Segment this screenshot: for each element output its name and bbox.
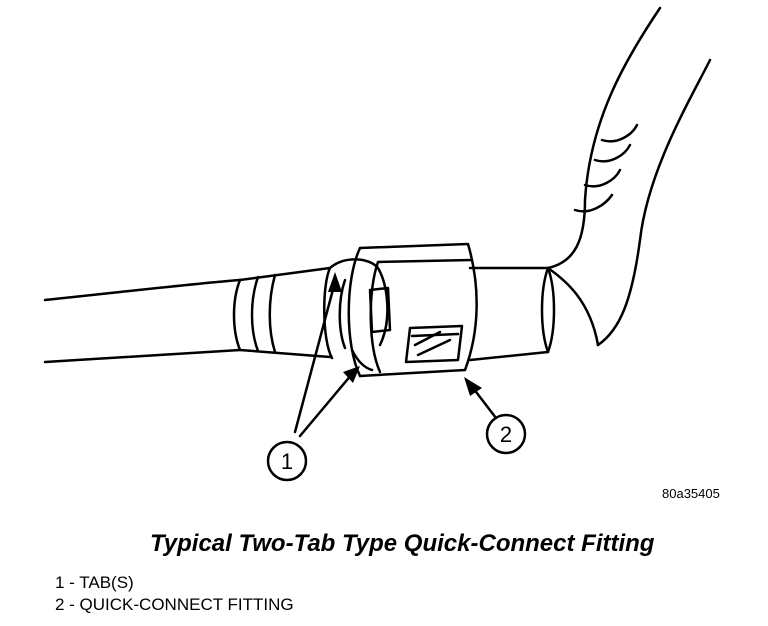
- legend-item-2: 2 - QUICK-CONNECT FITTING: [55, 595, 294, 614]
- callout-1-leaders: [293, 280, 354, 438]
- callout-1-circle: [266, 440, 308, 482]
- legend: 1 - TAB(S) 2 - QUICK-CONNECT FITTING: [55, 572, 294, 616]
- callout-2-circle: [485, 413, 527, 455]
- bent-tube: [546, 6, 712, 347]
- callout-1-number: 1: [281, 449, 293, 474]
- callout-2-number: 2: [500, 422, 512, 447]
- arrowhead-1a: [328, 272, 342, 292]
- arrowhead-2: [464, 377, 482, 396]
- tabs: [323, 258, 392, 372]
- legend-item-1: 1 - TAB(S): [55, 573, 134, 592]
- left-tube: [43, 266, 332, 364]
- figure-id: 80a35405: [662, 486, 720, 501]
- coupling-sleeve: [468, 266, 556, 362]
- quick-connect-body: [347, 242, 478, 378]
- figure-title: Typical Two-Tab Type Quick-Connect Fitti…: [150, 530, 655, 557]
- arrowhead-1b: [343, 366, 360, 383]
